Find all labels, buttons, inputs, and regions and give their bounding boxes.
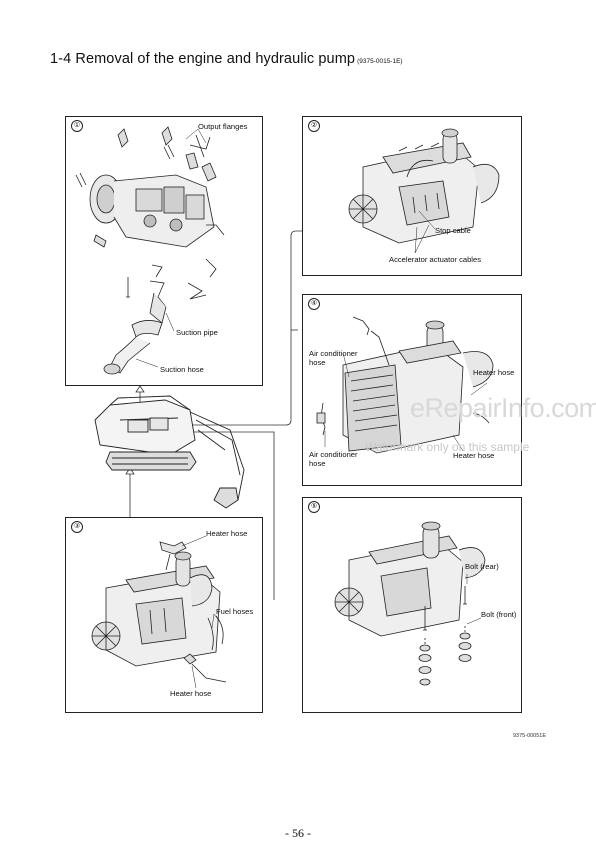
label-bolt-front: Bolt (front) — [481, 610, 517, 619]
label-bolt-rear: Bolt (rear) — [465, 562, 499, 571]
label-accelerator-cables: Accelerator actuator cables — [389, 255, 482, 264]
panel-3-heater-fuel-hoses: ③ Heater hose Fuel hoses Heater hose — [65, 517, 263, 713]
engine-bolts-drawing — [334, 521, 486, 686]
connector-right-upper — [180, 230, 302, 426]
panel-number: ① — [71, 120, 83, 132]
panel-4-hoses: ④ Air conditioner hose Heater hose Air c… — [302, 294, 522, 486]
panel-1-pump-removal: ① — [65, 116, 263, 386]
label-heater-hose-top: Heater hose — [206, 529, 248, 538]
watermark-site: eRepairInfo.com — [410, 393, 596, 423]
panel-number: ③ — [71, 521, 83, 533]
label-stop-cable: Stop cable — [435, 226, 471, 235]
hydraulic-pump-drawing — [75, 126, 225, 375]
label-air-conditioner-hose-top: Air conditioner hose — [309, 349, 358, 367]
label-suction-pipe: Suction pipe — [176, 328, 218, 337]
label-output-flanges: Output flanges — [198, 122, 248, 131]
panel-number: ④ — [308, 298, 320, 310]
figure-code: 9375-00051E — [513, 733, 547, 739]
excavator-drawing — [94, 395, 245, 509]
panel-number: ⑤ — [308, 501, 320, 513]
label-air-conditioner-hose-bottom: Air conditioner hose — [309, 450, 358, 468]
label-fuel-hoses: Fuel hoses — [216, 607, 254, 616]
label-heater-hose-bottom: Heater hose — [453, 451, 495, 460]
label-suction-hose: Suction hose — [160, 365, 204, 374]
page-heading: 1-4 Removal of the engine and hydraulic … — [50, 51, 403, 67]
engine-hoses-drawing — [316, 316, 494, 454]
heading-code: (9375-0015-1E) — [357, 58, 403, 65]
panel-2-engine-cables: ② Stop cable Accelerator actuator cables — [302, 116, 522, 276]
label-heater-hose-bottom: Heater hose — [170, 689, 212, 698]
engine-cables-drawing — [348, 128, 500, 254]
panel-5-engine-bolts: ⑤ Bolt (rear) Bolt (front) — [302, 497, 522, 713]
label-heater-hose-right: Heater hose — [473, 368, 515, 377]
watermark-note: Watermark only on this sample — [365, 440, 530, 454]
panel-number: ② — [308, 120, 320, 132]
page-number: - 56 - — [285, 826, 311, 840]
heading-text: 1-4 Removal of the engine and hydraulic … — [50, 51, 356, 67]
engine-fuel-drawing — [91, 535, 227, 689]
